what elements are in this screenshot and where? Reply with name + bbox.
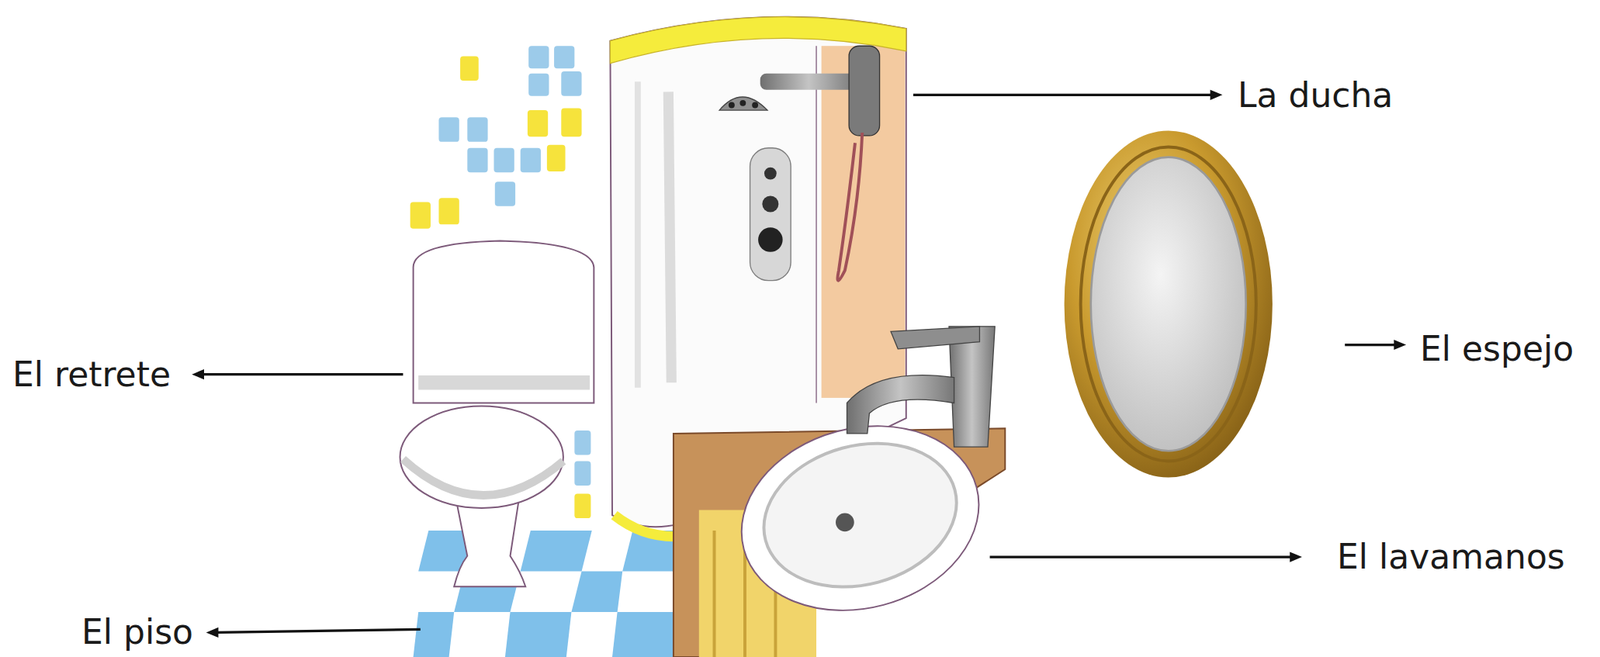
wall-tiles-part (574, 460, 591, 486)
shower-stall-part (719, 96, 768, 111)
mirror-part (1064, 130, 1273, 478)
floor-part (413, 612, 455, 657)
leader-arrows-part (913, 93, 1213, 97)
toilet-part (402, 459, 563, 496)
wall-tiles-part (410, 201, 431, 229)
wall-tiles-part (495, 181, 516, 207)
toilet-part (400, 405, 564, 509)
floor (413, 530, 715, 657)
wall-tiles-part (467, 117, 488, 142)
leader-arrows-part (1210, 90, 1223, 101)
shower-stall-part (848, 45, 880, 136)
wall-tiles-part (528, 73, 549, 97)
mirror-part (1080, 146, 1257, 461)
floor-part (571, 571, 623, 613)
wall-tiles-part (438, 197, 459, 225)
shower-stall-part (837, 132, 863, 281)
wall-tiles-part (574, 430, 591, 456)
wall-tiles-part (438, 117, 459, 142)
shower-stall-part (761, 196, 779, 213)
leader-arrows-part (990, 555, 1292, 558)
sink-part (948, 326, 995, 447)
shower-stall-part (758, 227, 783, 253)
shower-stall-part (764, 167, 777, 181)
wall-tiles-part (460, 55, 479, 81)
shower-stall-part (751, 102, 759, 109)
floor-part (505, 612, 572, 657)
shower-stall-part (821, 45, 906, 399)
toilet-part (418, 375, 590, 390)
wall-tiles-part (527, 110, 548, 137)
wall-tiles-part (520, 148, 541, 174)
leader-arrows-part (216, 629, 421, 633)
wall-tiles-part (493, 148, 514, 174)
sink-part (846, 375, 954, 434)
sink (720, 326, 1001, 637)
leader-arrows-part (1393, 339, 1407, 350)
floor-part (520, 530, 593, 572)
wall-tiles-part (574, 494, 591, 520)
part-label: El retrete (12, 353, 171, 396)
wall-tiles-part (554, 45, 575, 69)
part-label: El lavamanos (1336, 536, 1566, 579)
wall-tiles-part (528, 45, 549, 69)
mirror-part (1090, 157, 1247, 452)
shower-stall-part (815, 45, 817, 403)
shower-stall-part (760, 73, 858, 91)
sink-part (748, 422, 974, 608)
mirror (1064, 130, 1273, 478)
wall-tiles-part (467, 148, 488, 174)
shower-stall-part (728, 102, 735, 109)
leader-arrows-part (191, 369, 205, 380)
leader-arrows (191, 90, 1407, 638)
leader-arrows-part (1289, 551, 1303, 562)
leader-arrows-part (206, 627, 219, 638)
part-label: El piso (81, 611, 194, 654)
wall-tiles-part (547, 145, 566, 172)
part-label: El espejo (1419, 328, 1574, 371)
wall-tiles-part (561, 107, 582, 137)
leader-arrows-part (201, 373, 403, 376)
shower-stall-part (634, 81, 641, 388)
vanity-part (713, 530, 717, 657)
leader-arrows-part (1344, 343, 1396, 347)
toilet (400, 240, 595, 587)
sink-part (890, 326, 980, 350)
toilet-part (413, 240, 595, 403)
part-label: La ducha (1237, 74, 1393, 117)
shower-stall-part (668, 91, 672, 383)
wall-tiles-part (561, 71, 582, 97)
sink-part (835, 513, 855, 533)
shower-stall-part (750, 148, 792, 281)
shower-stall-part (739, 100, 746, 107)
